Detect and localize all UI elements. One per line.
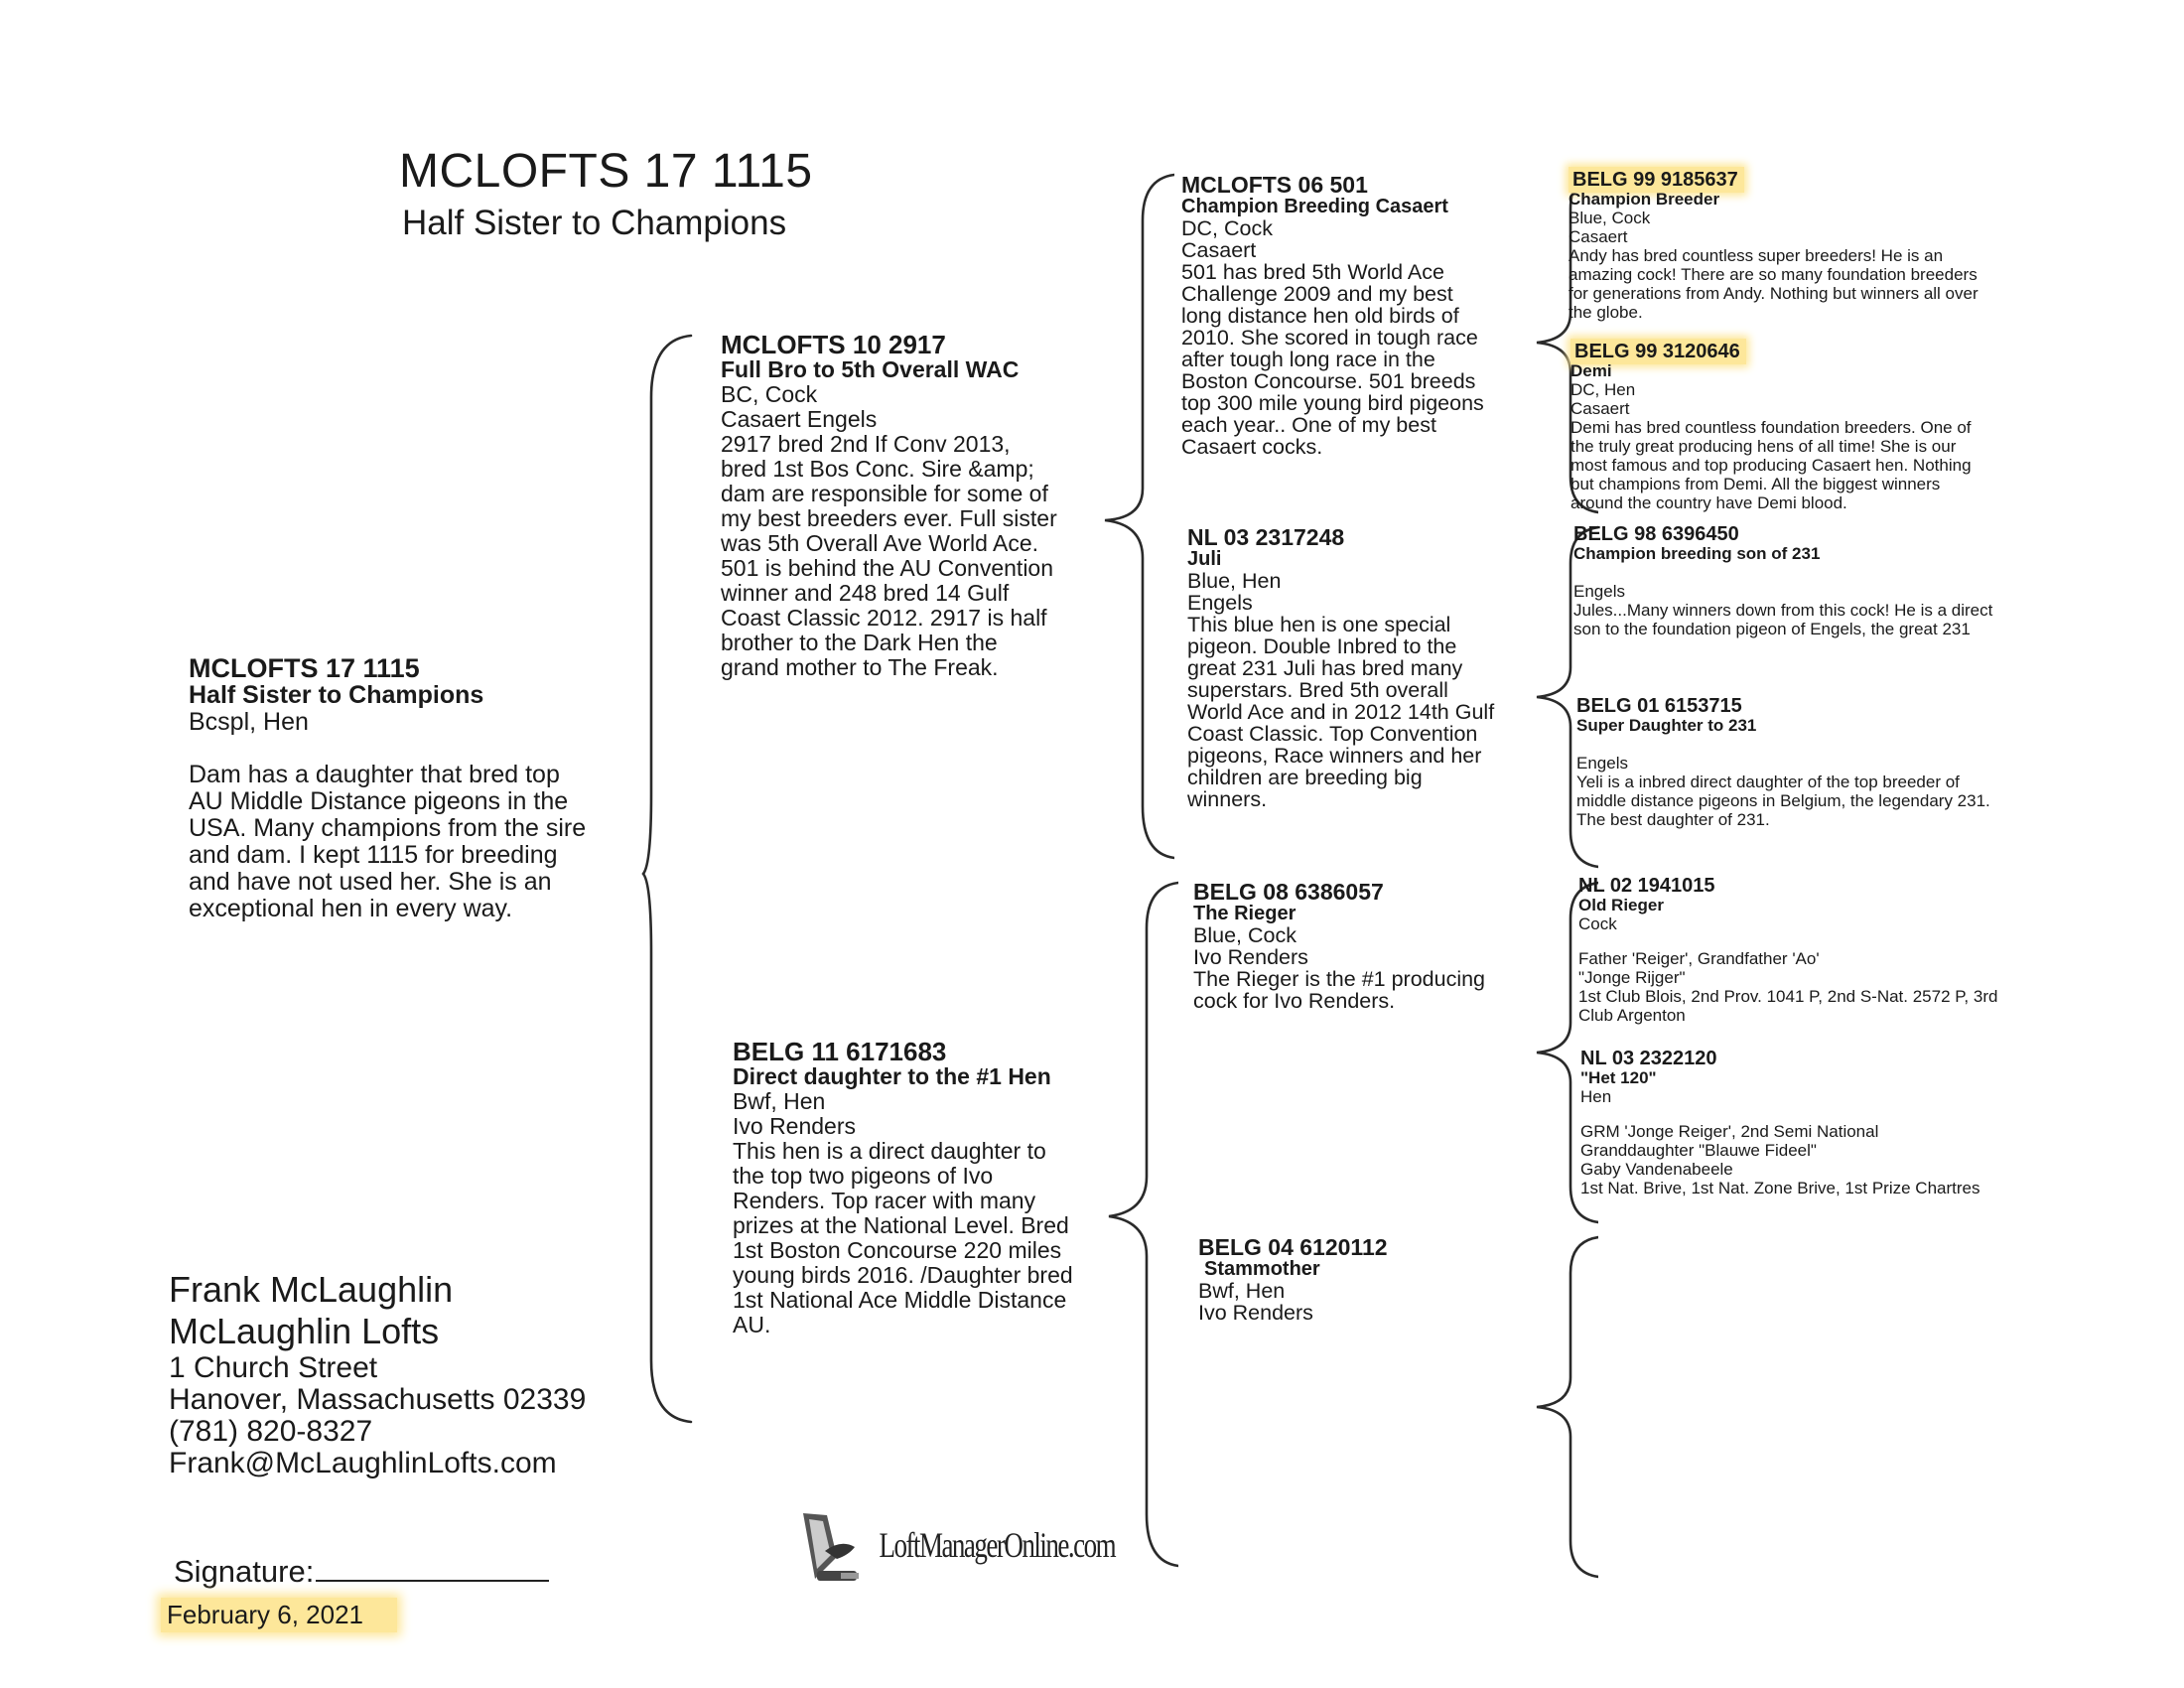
sd-dam-name: Super Daughter to 231 [1576,716,1757,735]
sd-sire-pigeon: BELG 98 6396450 Champion breeding son of… [1573,523,2090,638]
ds-dam-notes: GRM 'Jonge Reiger', 2nd Semi National Gr… [1580,1122,1980,1197]
sire-dam-name: Juli [1187,548,1222,570]
sd-sire-notes: Jules...Many winners down from this cock… [1573,601,1993,638]
breeder-email: Frank@McLaughlinLofts.com [169,1447,557,1479]
breeder-contact: Frank McLaughlin McLaughlin Lofts 1 Chur… [169,1269,586,1479]
breeder-phone: (781) 820-8327 [169,1415,373,1448]
dam-parents-brace [1108,881,1178,1568]
sire-dam-pigeon: NL 03 2317248 Juli Blue, Hen Engels This… [1187,524,1525,811]
ds-sire-color-sex: Cock [1578,914,1617,933]
sire-dam-band: NL 03 2317248 [1187,524,1345,550]
dam-dam-name: Stammother [1204,1258,1320,1280]
dam-dam-color-sex: Bwf, Hen [1198,1279,1286,1303]
pigeon-loft-logo-icon [797,1507,869,1592]
dam-sire-name: The Rieger [1193,903,1297,924]
subject-band: MCLOFTS 17 1115 [189,653,420,683]
sd-dam-pigeon: BELG 01 6153715 Super Daughter to 231 En… [1576,695,2093,829]
ss-dam-band: BELG 99 3120646 [1570,339,1746,364]
ss-sire-strain: Casaert [1569,227,1628,246]
dam-name: Direct daughter to the #1 Hen [733,1063,1051,1089]
ss-dam-pigeon: BELG 99 3120646 Demi DC, Hen Casaert Dem… [1570,339,2087,512]
dam-dam-strain: Ivo Renders [1198,1301,1313,1325]
dd-parents-brace [1536,1235,1598,1579]
sire-band: MCLOFTS 10 2917 [721,330,946,359]
dam-pigeon: BELG 11 6171683 Direct daughter to the #… [733,1037,1130,1337]
sire-sire-band: MCLOFTS 06 501 [1181,172,1368,198]
sire-sire-color-sex: DC, Cock [1181,216,1273,240]
sire-sire-pigeon: MCLOFTS 06 501 Champion Breeding Casaert… [1181,172,1519,459]
signature-line [316,1552,550,1582]
dam-sire-band: BELG 08 6386057 [1193,879,1384,905]
sire-notes: 2917 bred 2nd If Conv 2013, bred 1st Bos… [721,431,1057,680]
sire-strain: Casaert Engels [721,406,878,432]
dam-sire-notes: The Rieger is the #1 producing cock for … [1193,967,1486,1013]
page-title: MCLOFTS 17 1115 [399,145,813,198]
ss-sire-band: BELG 99 9185637 [1569,167,1744,193]
dam-band: BELG 11 6171683 [733,1037,947,1066]
ss-dam-name: Demi [1570,361,1612,380]
ds-sire-band: NL 02 1941015 [1578,875,1715,897]
dam-color-sex: Bwf, Hen [733,1088,826,1114]
ss-sire-color-sex: Blue, Cock [1569,209,1651,227]
logo-text: LoftManagerOnline.com [879,1524,1116,1565]
subject-color-sex: Bcspl, Hen [189,708,309,736]
page-subtitle: Half Sister to Champions [402,204,787,242]
sd-sire-name: Champion breeding son of 231 [1573,544,1821,563]
dam-dam-pigeon: BELG 04 6120112 Stammother Bwf, Hen Ivo … [1198,1234,1536,1325]
sd-dam-band: BELG 01 6153715 [1576,695,1742,717]
signature-row: Signature: [174,1552,550,1590]
breeder-name: Frank McLaughlin [169,1269,454,1310]
ds-dam-band: NL 03 2322120 [1580,1048,1717,1069]
ss-parents-brace [1536,171,1598,514]
dam-sire-pigeon: BELG 08 6386057 The Rieger Blue, Cock Iv… [1193,879,1531,1013]
sire-dam-strain: Engels [1187,591,1253,615]
ss-sire-notes: Andy has bred countless super breeders! … [1569,246,1979,322]
sd-sire-band: BELG 98 6396450 [1573,523,1739,545]
loft-manager-logo: LoftManagerOnline.com [797,1507,1117,1592]
sire-dam-notes: This blue hen is one special pigeon. Dou… [1187,613,1495,811]
dam-dam-band: BELG 04 6120112 [1198,1234,1388,1260]
sire-color-sex: BC, Cock [721,381,818,407]
sire-sire-notes: 501 has bred 5th World Ace Challenge 200… [1181,260,1484,459]
ds-dam-name: "Het 120" [1580,1068,1657,1087]
sd-dam-notes: Yeli is a inbred direct daughter of the … [1576,773,1990,829]
sd-sire-strain: Engels [1573,582,1625,601]
subject-pigeon: MCLOFTS 17 1115 Half Sister to Champions… [189,655,655,922]
ss-dam-notes: Demi has bred countless foundation breed… [1570,418,1972,512]
dam-notes: This hen is a direct daughter to the top… [733,1138,1073,1337]
ss-dam-color-sex: DC, Hen [1570,380,1636,399]
sire-parents-brace [1104,173,1174,860]
sire-dam-color-sex: Blue, Hen [1187,569,1282,593]
dam-sire-strain: Ivo Renders [1193,945,1308,969]
sire-sire-strain: Casaert [1181,238,1257,262]
ss-sire-name: Champion Breeder [1569,190,1720,209]
print-date: February 6, 2021 [161,1598,398,1632]
signature-label: Signature: [174,1554,315,1589]
ss-sire-pigeon: BELG 99 9185637 Champion Breeder Blue, C… [1569,167,2085,322]
sd-dam-strain: Engels [1576,754,1628,773]
breeder-loft: McLaughlin Lofts [169,1311,440,1351]
breeder-street: 1 Church Street [169,1351,378,1384]
dam-strain: Ivo Renders [733,1113,857,1139]
subject-name: Half Sister to Champions [189,681,484,709]
ds-sire-name: Old Rieger [1578,896,1664,914]
breeder-city: Hanover, Massachusetts 02339 [169,1383,587,1416]
sd-parents-brace [1536,525,1598,869]
ds-dam-color-sex: Hen [1580,1087,1612,1106]
sire-pigeon: MCLOFTS 10 2917 Full Bro to 5th Overall … [721,330,1118,680]
ds-parents-brace [1536,881,1598,1224]
ss-dam-strain: Casaert [1570,399,1630,418]
ds-sire-notes: Father 'Reiger', Grandfather 'Ao' "Jonge… [1578,949,1998,1025]
ds-sire-pigeon: NL 02 1941015 Old Rieger Cock Father 'Re… [1578,875,2105,1025]
subject-notes: Dam has a daughter that bred top AU Midd… [189,761,587,922]
sire-name: Full Bro to 5th Overall WAC [721,356,1020,382]
ds-dam-pigeon: NL 03 2322120 "Het 120" Hen GRM 'Jonge R… [1580,1048,2107,1197]
sire-sire-name: Champion Breeding Casaert [1181,196,1448,217]
dam-sire-color-sex: Blue, Cock [1193,923,1297,947]
generation-1-brace [641,334,693,1424]
